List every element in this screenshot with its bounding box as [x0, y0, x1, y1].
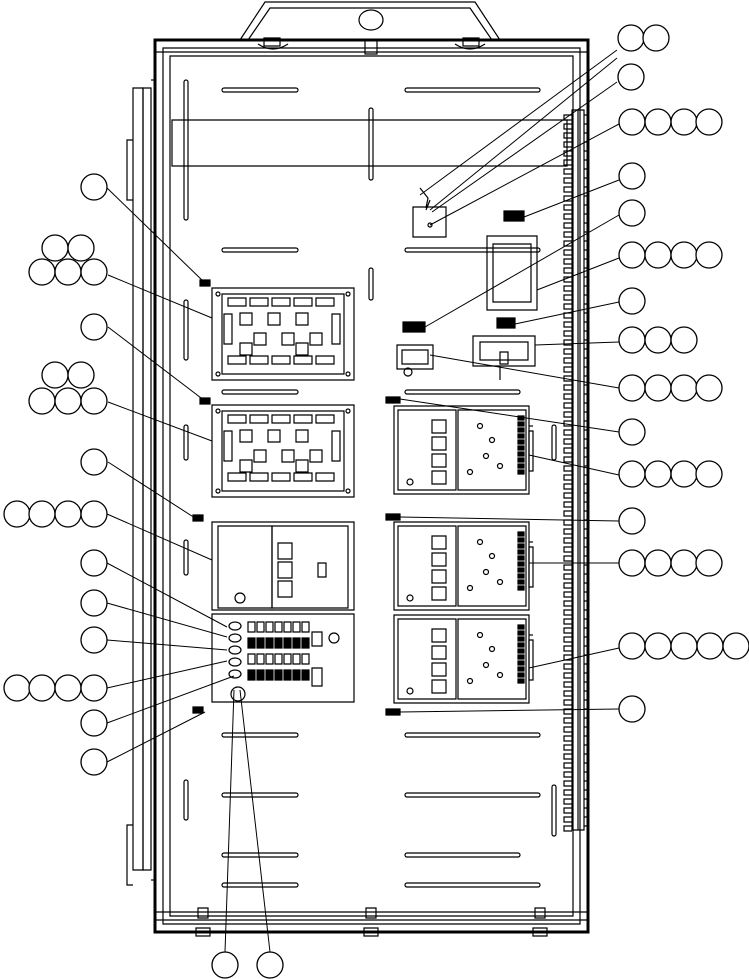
callout-balloon [4, 501, 30, 527]
callout-balloon [645, 375, 671, 401]
callout-balloon [696, 550, 722, 576]
drive-module-1 [386, 397, 533, 494]
callout-balloon [671, 633, 697, 659]
callout-balloon [619, 550, 645, 576]
callout-balloon [671, 242, 697, 268]
callout-balloon [29, 675, 55, 701]
terminal-block-module [193, 614, 354, 713]
callout-balloon [671, 461, 697, 487]
callout-balloon [55, 259, 81, 285]
bottom-bolts [196, 908, 547, 936]
callout-balloon [696, 375, 722, 401]
callout-balloon [212, 952, 238, 978]
callout-balloon [619, 327, 645, 353]
callout-balloon [723, 633, 749, 659]
callout-balloon [696, 109, 722, 135]
breaker-block [473, 336, 535, 380]
callout-balloon [81, 174, 107, 200]
callout-balloon [671, 550, 697, 576]
callout-balloon [257, 952, 283, 978]
callout-balloon [697, 633, 723, 659]
callout-balloon [643, 25, 669, 51]
callout-balloon [55, 501, 81, 527]
callout-balloon [645, 242, 671, 268]
callout-balloon [81, 501, 107, 527]
callout-balloon [619, 633, 645, 659]
power-module-1 [200, 280, 354, 380]
leader-lines [106, 50, 619, 952]
callout-balloon [619, 375, 645, 401]
switch-bracket [413, 188, 446, 237]
callout-balloon [671, 327, 697, 353]
callout-balloon [645, 550, 671, 576]
callout-balloon [619, 163, 645, 189]
callout-balloon [81, 259, 107, 285]
callout-balloon [55, 675, 81, 701]
callout-balloon [619, 508, 645, 534]
drive-module-2 [386, 514, 533, 610]
callout-balloon [81, 749, 107, 775]
power-module-2 [200, 398, 354, 497]
callout-balloon [81, 449, 107, 475]
callout-balloon [42, 235, 68, 261]
callout-balloon [618, 25, 644, 51]
top-lifting-bracket [240, 2, 500, 54]
callout-balloon [696, 242, 722, 268]
enclosure-body [155, 40, 588, 932]
callout-balloon [81, 550, 107, 576]
callout-balloon [29, 388, 55, 414]
callout-balloon [42, 362, 68, 388]
slot-marks [184, 80, 556, 887]
callout-balloon [68, 235, 94, 261]
callout-balloon [81, 675, 107, 701]
callout-balloon [645, 633, 671, 659]
callout-balloon [619, 109, 645, 135]
door-hinge-strip [127, 80, 155, 885]
callout-balloon [619, 461, 645, 487]
callout-balloon [645, 327, 671, 353]
callout-balloon [55, 388, 81, 414]
callout-balloon [619, 200, 645, 226]
filter-box [487, 211, 537, 328]
callout-balloon [645, 109, 671, 135]
callout-balloon [81, 590, 107, 616]
callout-balloon [4, 675, 30, 701]
terminal-teeth [564, 115, 589, 831]
drive-module-3 [386, 615, 533, 715]
callout-balloon [645, 461, 671, 487]
callout-balloon [619, 288, 645, 314]
callout-balloon [81, 710, 107, 736]
callout-balloon [619, 696, 645, 722]
small-relay [397, 322, 433, 376]
controller-module [193, 515, 354, 610]
callout-balloon [671, 375, 697, 401]
callout-balloon [619, 242, 645, 268]
callout-balloon [68, 362, 94, 388]
callout-balloon [671, 109, 697, 135]
callout-balloon [29, 501, 55, 527]
callout-balloon [29, 259, 55, 285]
callout-balloon [81, 314, 107, 340]
callout-balloon [696, 461, 722, 487]
callout-balloons [4, 25, 749, 978]
terminal-rail [564, 110, 589, 831]
callout-balloon [619, 419, 645, 445]
callout-balloon [81, 388, 107, 414]
callout-balloon [81, 627, 107, 653]
callout-balloon [618, 64, 644, 90]
